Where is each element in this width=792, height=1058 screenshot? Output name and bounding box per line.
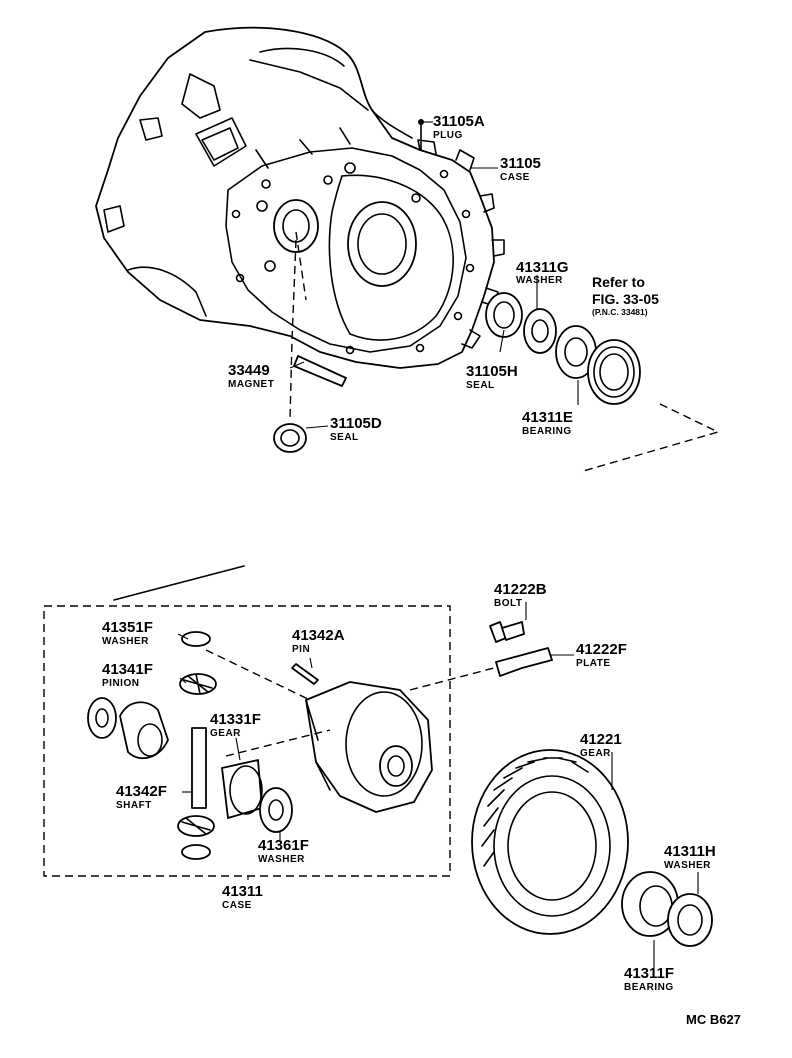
svg-text:FIG. 33-05: FIG. 33-05 <box>592 291 659 307</box>
svg-text:BOLT: BOLT <box>494 598 522 609</box>
part-label: 41361F WASHER <box>258 837 309 865</box>
shaft-41342F-drawing <box>191 727 207 809</box>
svg-text:41342A: 41342A <box>292 627 345 644</box>
svg-text:41222B: 41222B <box>494 581 547 598</box>
transaxle-case-drawing <box>95 26 505 421</box>
svg-text:41351F: 41351F <box>102 619 153 636</box>
svg-text:BEARING: BEARING <box>522 426 572 437</box>
diagram-code: MC B627 <box>686 1012 741 1027</box>
svg-text:PINION: PINION <box>102 678 139 689</box>
svg-text:Refer to: Refer to <box>592 274 645 290</box>
svg-text:31105H: 31105H <box>466 363 518 380</box>
pinion-lower-drawing <box>177 815 215 860</box>
pin-41342A-drawing <box>291 663 319 685</box>
svg-text:41222F: 41222F <box>576 641 627 658</box>
leader-lines <box>177 121 699 968</box>
part-label: 41341F PINION <box>102 661 153 689</box>
svg-text:GEAR: GEAR <box>210 728 241 739</box>
part-label: 41351F WASHER <box>102 619 153 647</box>
washer-41311G-drawing <box>523 308 557 354</box>
svg-text:MAGNET: MAGNET <box>228 379 274 390</box>
part-label: 31105D SEAL <box>330 415 382 443</box>
bolt-41222B-drawing <box>489 621 525 643</box>
svg-text:CASE: CASE <box>222 900 252 911</box>
svg-text:41331F: 41331F <box>210 711 261 728</box>
svg-text:(P.N.C. 33481): (P.N.C. 33481) <box>592 307 648 317</box>
pinion-41341F-drawing <box>179 673 217 695</box>
svg-text:41311H: 41311H <box>664 843 716 860</box>
svg-text:GEAR: GEAR <box>580 748 611 759</box>
part-label: 31105 CASE <box>500 155 541 183</box>
part-label: 41331F GEAR <box>210 711 261 739</box>
svg-text:41311E: 41311E <box>522 409 573 426</box>
seal-31105D-drawing <box>273 423 307 453</box>
part-label: 41342A PIN <box>292 627 345 655</box>
svg-text:31105: 31105 <box>500 155 541 172</box>
seal-31105H-drawing <box>485 292 523 338</box>
part-label: 41342F SHAFT <box>116 783 167 811</box>
bearing-41311F-drawing <box>621 871 679 937</box>
part-label: 33449 MAGNET <box>228 362 274 390</box>
svg-text:SEAL: SEAL <box>466 380 495 391</box>
magnet-drawing <box>293 355 347 387</box>
svg-text:SHAFT: SHAFT <box>116 800 152 811</box>
svg-text:WASHER: WASHER <box>102 636 149 647</box>
svg-text:WASHER: WASHER <box>516 275 563 286</box>
part-label: 41222B BOLT <box>494 581 547 609</box>
svg-text:41341F: 41341F <box>102 661 153 678</box>
svg-text:41311G: 41311G <box>516 259 569 276</box>
svg-text:SEAL: SEAL <box>330 432 359 443</box>
svg-text:CASE: CASE <box>500 172 530 183</box>
svg-text:BEARING: BEARING <box>624 982 674 993</box>
diff-axis-line <box>205 649 495 757</box>
svg-text:31105D: 31105D <box>330 415 382 432</box>
part-label: 41311G WASHER <box>516 259 569 286</box>
svg-text:41342F: 41342F <box>116 783 167 800</box>
plate-41222F-drawing <box>495 647 553 677</box>
reference-note: Refer to FIG. 33-05 (P.N.C. 33481) <box>592 274 659 317</box>
svg-text:33449: 33449 <box>228 362 270 379</box>
svg-text:41221: 41221 <box>580 731 622 748</box>
svg-text:41361F: 41361F <box>258 837 309 854</box>
svg-text:PLATE: PLATE <box>576 658 611 669</box>
part-label: 41311E BEARING <box>522 409 573 437</box>
svg-text:PLUG: PLUG <box>433 130 463 141</box>
svg-text:31105A: 31105A <box>433 113 485 130</box>
part-label: 41311H WASHER <box>664 843 716 871</box>
part-label: 31105A PLUG <box>433 113 485 141</box>
ring-gear-41221-drawing <box>471 749 629 935</box>
svg-text:41311F: 41311F <box>624 965 674 982</box>
differential-case-body-drawing <box>305 681 433 813</box>
washer-41311H-drawing <box>667 893 713 947</box>
washer-41361F-drawing <box>259 787 293 833</box>
gear-41331F-drawing <box>221 759 263 819</box>
part-label: 41221 GEAR <box>580 731 622 759</box>
svg-text:41311: 41311 <box>222 883 263 900</box>
svg-text:WASHER: WASHER <box>664 860 711 871</box>
part-label: 41311 CASE <box>222 883 263 911</box>
washer-41351F-drawing <box>181 631 211 647</box>
reference-dash-line <box>579 403 720 473</box>
svg-text:WASHER: WASHER <box>258 854 305 865</box>
part-label: 41222F PLATE <box>576 641 627 669</box>
svg-text:PIN: PIN <box>292 644 310 655</box>
bearing-41311E-drawing <box>555 325 641 405</box>
part-label: 31105H SEAL <box>466 363 518 391</box>
side-gear-left-drawing <box>87 697 169 760</box>
differential-case-box <box>43 565 451 877</box>
part-label: 41311F BEARING <box>624 965 674 993</box>
